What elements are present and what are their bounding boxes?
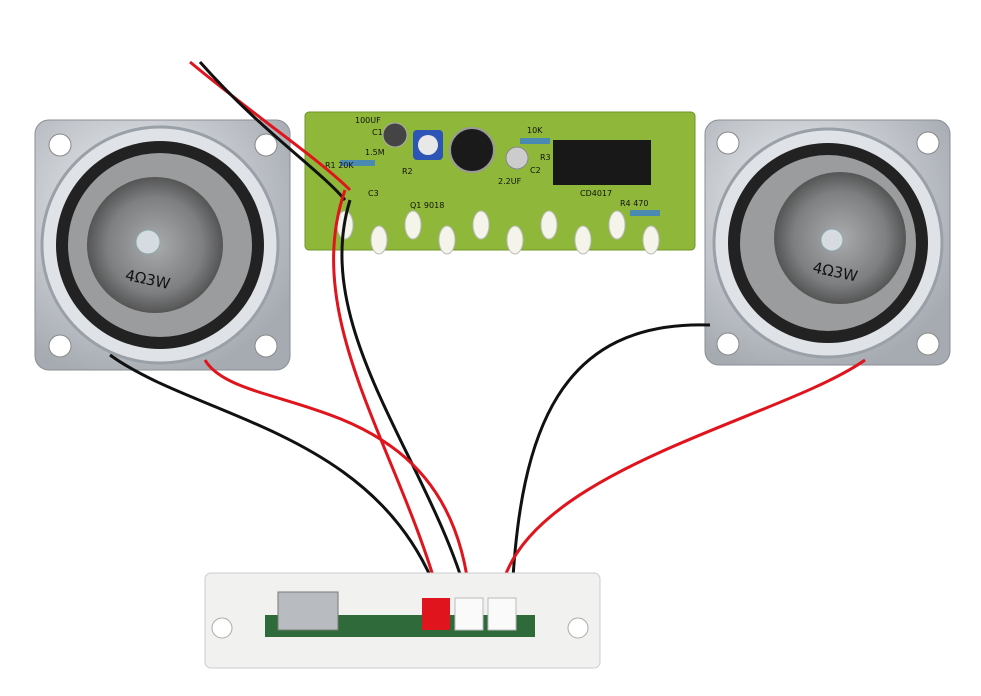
pcb-label: 10K [527, 126, 543, 135]
right-speaker: 4Ω3W [704, 119, 951, 366]
pcb-label: C2 [530, 166, 541, 175]
led [506, 225, 524, 255]
usb-port [277, 591, 339, 631]
wires [109, 60, 866, 601]
amplifier-module [204, 572, 601, 669]
pcb-label: 2.2UF [498, 177, 522, 186]
led [608, 210, 626, 240]
pcb-label: Q1 9018 [410, 201, 444, 210]
pcb-label: C1 [372, 128, 383, 137]
pcb-label: R4 470 [620, 199, 648, 208]
led [574, 225, 592, 255]
pcb-label: C3 [368, 189, 379, 198]
cd4017-chip [553, 140, 651, 185]
pcb-label: R3 [540, 153, 551, 162]
pcb-label: 1.5M [365, 148, 385, 157]
led [438, 225, 456, 255]
pcb-label: R1 20K [325, 161, 354, 170]
pcb-label: R2 [402, 167, 413, 176]
led [404, 210, 422, 240]
left-speaker: 4Ω3W [34, 119, 291, 371]
led [642, 225, 660, 255]
led [370, 225, 388, 255]
led [472, 210, 490, 240]
led-pcb: 100UF C1 1.5M R1 20K R2 C3 10K R3 C2 2.2… [304, 111, 696, 255]
pcb-label: CD4017 [580, 189, 612, 198]
led [540, 210, 558, 240]
pcb-label: 100UF [355, 116, 381, 125]
